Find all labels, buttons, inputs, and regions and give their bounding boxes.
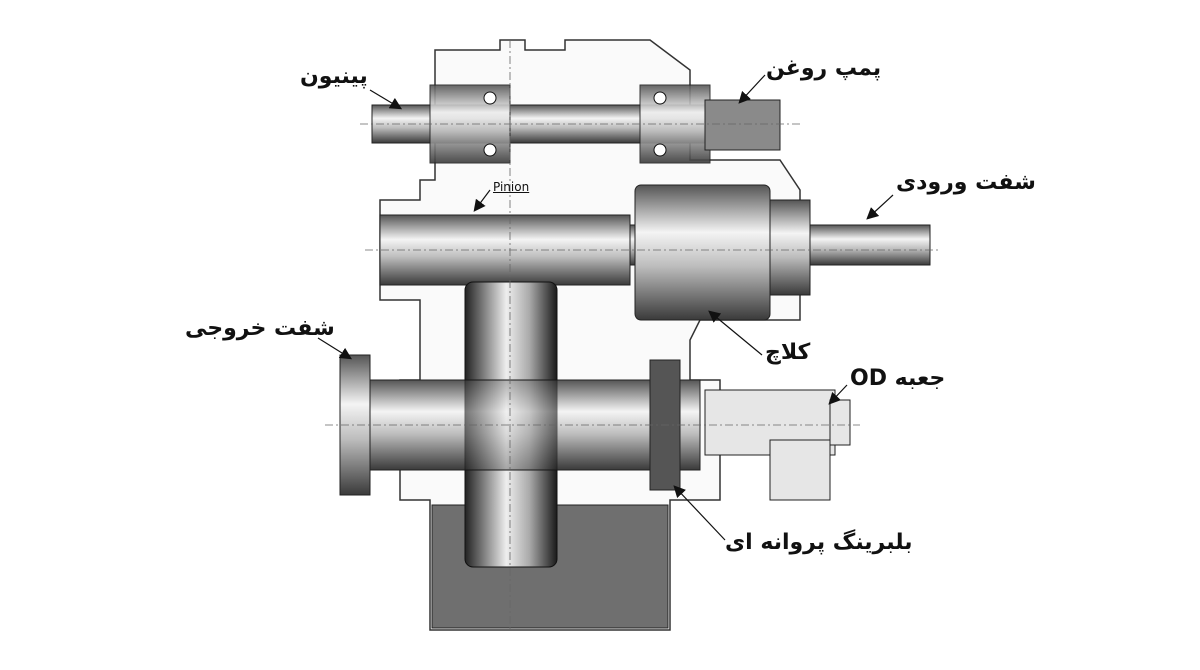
od-box (704, 389, 851, 501)
leader-arrows (317, 74, 894, 541)
oil-pump (704, 99, 781, 151)
label-clutch: کلاچ (765, 340, 811, 365)
label-pinion: پینیون (300, 64, 368, 89)
label-od-box-text: جعبه OD (850, 366, 946, 391)
label-od-box: جعبه OD (850, 366, 945, 391)
label-output-shaft: شفت خروجی (185, 316, 335, 341)
label-thrust-bearing: بلبرینگ پروانه ای (725, 530, 913, 555)
label-input-shaft: شفت ورودی (896, 170, 1036, 195)
label-oil-pump: پمپ روغن (766, 56, 882, 81)
label-pinion-en: Pinion (493, 180, 530, 194)
